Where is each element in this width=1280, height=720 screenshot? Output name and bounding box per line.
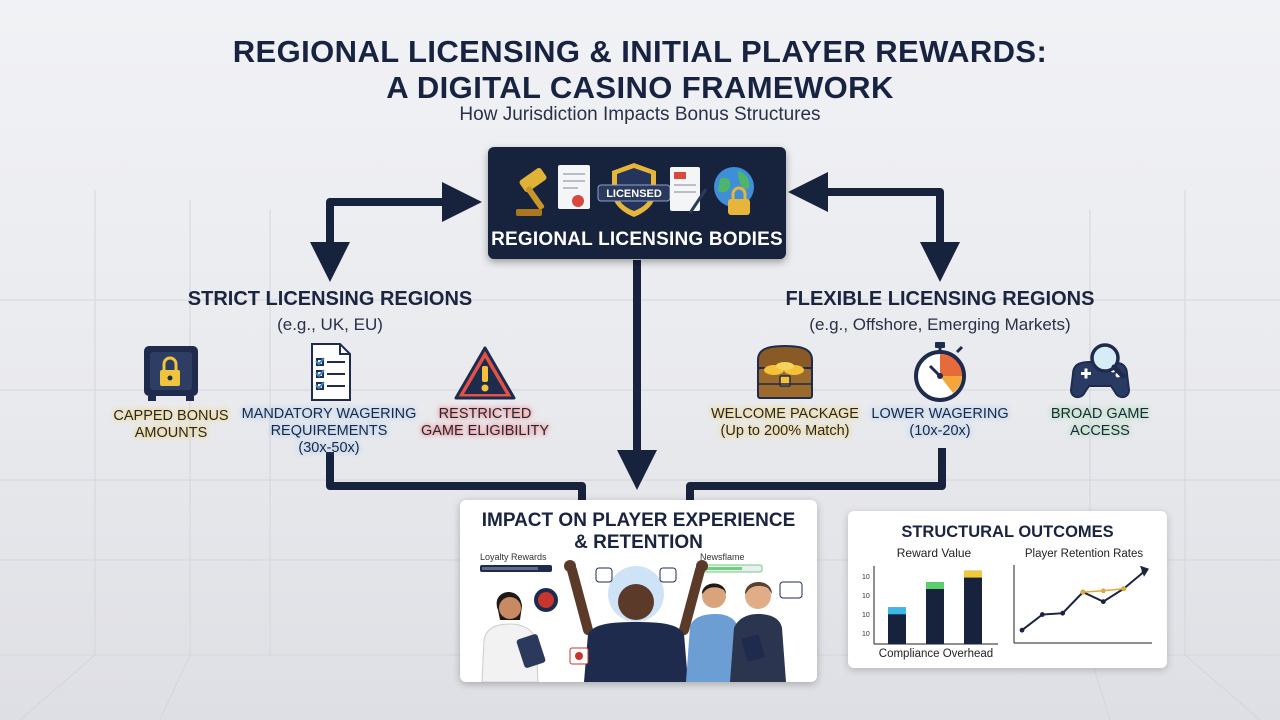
bar-accent <box>964 570 982 578</box>
document-pen-icon <box>670 167 708 214</box>
friends-figures <box>686 581 803 682</box>
series-line <box>1021 570 1145 631</box>
newsflame-label: Newsflame <box>700 552 745 562</box>
impact-title: IMPACT ON PLAYER EXPERIENCE& RETENTION <box>481 510 796 553</box>
bar-tick-label: 10 <box>862 574 870 581</box>
page-title: REGIONAL LICENSING & INITIAL PLAYER REWA… <box>0 34 1280 106</box>
loyalty-rewards-label: Loyalty Rewards <box>480 552 547 562</box>
data-point <box>1100 599 1106 605</box>
woman-figure <box>481 588 558 682</box>
data-point <box>1080 589 1086 595</box>
data-point <box>1019 627 1025 633</box>
arrow-strict-to-impact <box>326 452 586 500</box>
stopwatch-icon <box>914 342 966 402</box>
feature-label: LOWER WAGERING(10x-20x) <box>871 406 1009 439</box>
trend-arrowhead <box>1140 565 1149 577</box>
bar <box>926 582 944 644</box>
bar-x-label: Compliance Overhead <box>879 648 993 660</box>
data-point <box>1039 612 1045 617</box>
feature-label: WELCOME PACKAGE(Up to 200% Match) <box>711 406 859 439</box>
cheering-man-figure <box>564 560 708 682</box>
bar-tick-label: 10 <box>862 612 870 619</box>
gavel-icon <box>516 167 547 216</box>
gamepad-search-icon <box>1069 343 1131 398</box>
data-point <box>1060 610 1066 616</box>
impact-panel: IMPACT ON PLAYER EXPERIENCE& RETENTION L… <box>460 500 817 682</box>
hub-label: REGIONAL LICENSING BODIES <box>491 229 783 250</box>
feature-lower-wagering: LOWER WAGERING(10x-20x) <box>862 340 1018 440</box>
bar-chart-title: Reward Value <box>897 546 972 560</box>
arrow-flexible-to-hub <box>788 172 944 260</box>
checklist-icon <box>311 343 351 401</box>
bar <box>888 607 906 644</box>
flexible-region-title: FLEXIBLE LICENSING REGIONS <box>785 288 1095 310</box>
licensed-badge: LICENSED <box>606 188 662 200</box>
bar-tick-label: 10 <box>862 593 870 600</box>
regional-licensing-hub: LICENSED REGIONAL LICENSING BODIES <box>488 147 786 259</box>
warning-icon <box>454 346 516 400</box>
licensing-icons: LICENSED <box>516 163 754 217</box>
line-chart-title: Player Retention Rates <box>1025 548 1144 560</box>
title-line-2: A DIGITAL CASINO FRAMEWORK <box>386 70 894 105</box>
bar-tick-label: 10 <box>862 631 870 638</box>
data-point <box>1121 586 1127 592</box>
structural-outcomes-panel: STRUCTURAL OUTCOMES Reward Value 10 10 10 10… <box>848 511 1167 668</box>
bar-accent <box>926 582 944 590</box>
strict-region-title: STRICT LICENSING REGIONS <box>187 288 473 310</box>
arrow-strict-to-hub <box>326 182 482 260</box>
bar-accent <box>888 607 906 615</box>
flexible-region-examples: (e.g., Offshore, Emerging Markets) <box>809 315 1071 334</box>
page-subtitle: How Jurisdiction Impacts Bonus Structure… <box>459 104 821 125</box>
title-line-1: REGIONAL LICENSING & INITIAL PLAYER REWA… <box>232 34 1048 69</box>
certificate-icon <box>558 165 590 209</box>
data-point <box>1100 588 1106 594</box>
treasure-chest-icon <box>757 344 813 399</box>
feature-welcome-package: WELCOME PACKAGE(Up to 200% Match) <box>700 340 870 440</box>
safe-lock-icon <box>144 346 198 401</box>
players-illustration: Loyalty Rewards Newsflame <box>480 552 803 682</box>
arrow-flexible-to-impact <box>686 448 946 500</box>
outcomes-title: STRUCTURAL OUTCOMES <box>901 523 1114 541</box>
retention-line-chart: Player Retention Rates <box>1013 548 1152 644</box>
bar <box>964 570 982 644</box>
strict-region-examples: (e.g., UK, EU) <box>277 315 383 334</box>
globe-icon <box>714 167 754 215</box>
